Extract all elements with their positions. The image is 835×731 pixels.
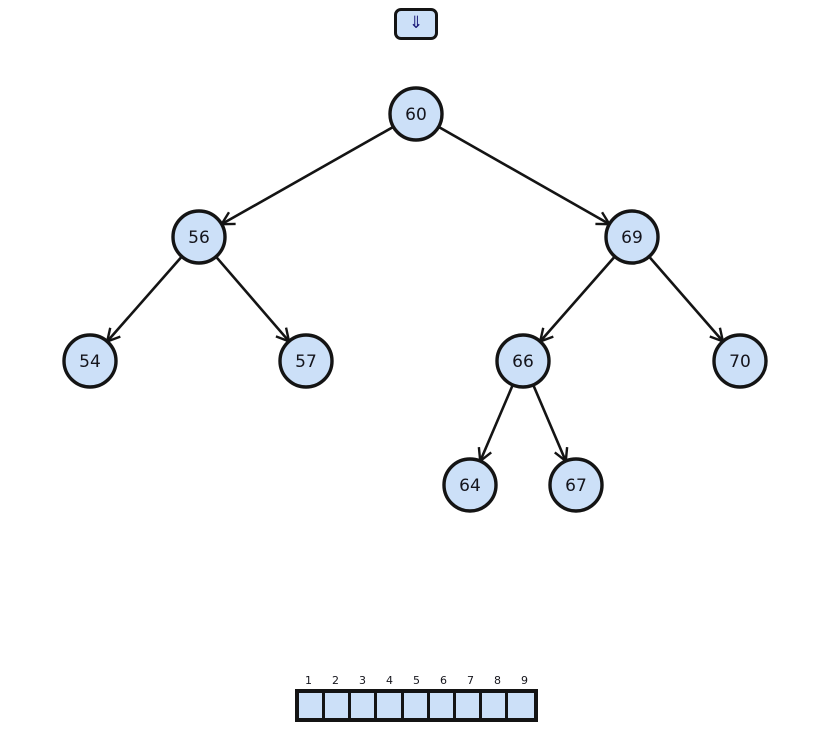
array-index-label: 2 [332, 674, 339, 687]
tree-edge [106, 255, 183, 343]
tree-node-circle[interactable] [171, 209, 227, 265]
tree-node[interactable]: 64 [442, 457, 498, 513]
double-down-arrow-icon: ⇓ [408, 12, 424, 33]
tree-node[interactable]: 67 [548, 457, 604, 513]
tree-edge [220, 125, 395, 226]
edge-arrowhead [709, 335, 724, 343]
tree-node-circle[interactable] [388, 86, 444, 142]
array-cell[interactable] [508, 693, 535, 718]
array-index-row: 1 2 3 4 5 6 7 8 9 [295, 673, 538, 689]
edge-arrowhead [477, 447, 482, 462]
tree-node-value: 69 [621, 228, 643, 248]
edge-arrowhead [539, 335, 554, 343]
step-down-button[interactable]: ⇓ [394, 8, 438, 40]
edge-arrowhead [275, 335, 290, 343]
tree-node-circle[interactable] [442, 457, 498, 513]
tree-edge [648, 255, 724, 343]
edge-arrowhead [105, 327, 112, 342]
tree-node[interactable]: 60 [388, 86, 444, 142]
tree-node-value: 60 [405, 105, 427, 125]
tree-edges [105, 125, 725, 463]
array-cell[interactable] [455, 693, 482, 718]
array-index-label: 3 [359, 674, 366, 687]
array-cell[interactable] [429, 693, 456, 718]
edge-arrowhead [564, 447, 569, 462]
array-index-label: 8 [494, 674, 501, 687]
array-cell[interactable] [351, 693, 378, 718]
tree-node[interactable]: 56 [171, 209, 227, 265]
tree-node-value: 54 [79, 352, 101, 372]
tree-node[interactable]: 57 [278, 333, 334, 389]
tree-node[interactable]: 70 [712, 333, 768, 389]
edge-arrowhead [554, 451, 567, 463]
array-cell[interactable] [377, 693, 404, 718]
array-cell[interactable] [325, 693, 352, 718]
edge-arrowhead [601, 211, 611, 225]
tree-node-circle[interactable] [278, 333, 334, 389]
tree-edge [539, 255, 616, 343]
tree-node[interactable]: 54 [62, 333, 118, 389]
tree-edge [532, 384, 567, 462]
edge-arrowhead [538, 327, 545, 342]
array-index-label: 4 [386, 674, 393, 687]
array-cell[interactable] [299, 693, 326, 718]
edge-arrowhead [479, 451, 492, 463]
edge-arrowhead [718, 327, 725, 342]
array-cells-row [295, 689, 538, 722]
tree-nodes: 60 56 69 54 57 66 70 64 67 [62, 86, 768, 513]
edge-arrowhead [106, 335, 121, 343]
tree-node-value: 64 [459, 476, 481, 496]
tree-node-value: 57 [295, 352, 317, 372]
array-index-label: 5 [413, 674, 420, 687]
tree-node[interactable]: 66 [495, 333, 551, 389]
array-index-label: 6 [440, 674, 447, 687]
edge-arrowhead [284, 327, 291, 342]
index-array-panel: 1 2 3 4 5 6 7 8 9 [295, 673, 538, 722]
array-cell[interactable] [403, 693, 430, 718]
tree-node-circle[interactable] [712, 333, 768, 389]
edge-arrowhead [220, 211, 231, 225]
tree-node-value: 56 [188, 228, 210, 248]
tree-edge [479, 384, 514, 462]
tree-node-value: 66 [512, 352, 534, 372]
tree-node-circle[interactable] [62, 333, 118, 389]
tree-edge [437, 125, 611, 226]
array-index-label: 9 [521, 674, 528, 687]
tree-edge [215, 255, 290, 343]
array-index-label: 7 [467, 674, 474, 687]
tree-node-value: 67 [565, 476, 587, 496]
tree-node[interactable]: 69 [604, 209, 660, 265]
array-cell[interactable] [481, 693, 508, 718]
tree-node-circle[interactable] [604, 209, 660, 265]
array-index-label: 1 [305, 674, 312, 687]
tree-node-circle[interactable] [548, 457, 604, 513]
tree-node-value: 70 [729, 352, 751, 372]
tree-node-circle[interactable] [495, 333, 551, 389]
